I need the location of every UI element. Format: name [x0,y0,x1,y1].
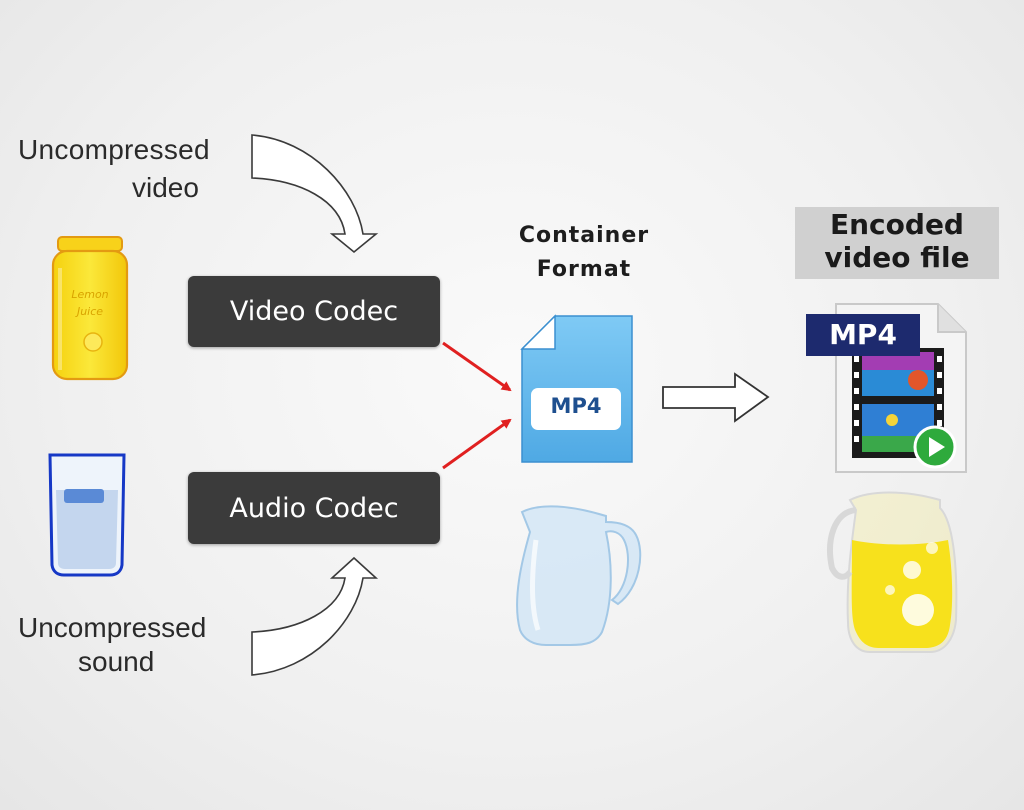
uncompressed-video-label: Uncompressed [18,134,210,165]
mp4-file-icon [520,314,633,463]
encoded-video-file-label: Encoded [830,208,964,241]
empty-pitcher-icon [516,505,642,646]
video-codec-box: Video Codec [188,276,440,347]
uncompressed-video-label: video [132,172,199,203]
container-file-label: MP4 [550,394,602,418]
connector-arrow [442,341,512,392]
container-format-label: Container [518,223,650,248]
uncompressed-sound-label: Uncompressed [18,612,207,643]
play-icon [913,425,957,469]
juice-pitcher-icon [827,491,958,653]
connector-arrow [442,418,512,470]
svg-text:Lemon: Lemon [71,288,108,301]
curved-arrow-icon [251,556,379,676]
encoded-video-file-header [795,207,999,279]
container-format-label: Format [536,257,632,282]
uncompressed-sound-label: sound [78,646,155,677]
lemon-juice-jar-icon: Lemon Juice [51,236,129,381]
audio-codec-box: Audio Codec [188,472,440,544]
curved-arrow-icon [251,134,379,254]
svg-text:Juice: Juice [75,305,103,318]
hollow-arrow-icon [662,372,770,423]
encoded-video-file-label: video file [824,241,970,274]
water-glass-icon [48,453,126,577]
encoded-file-badge: MP4 [829,318,897,351]
